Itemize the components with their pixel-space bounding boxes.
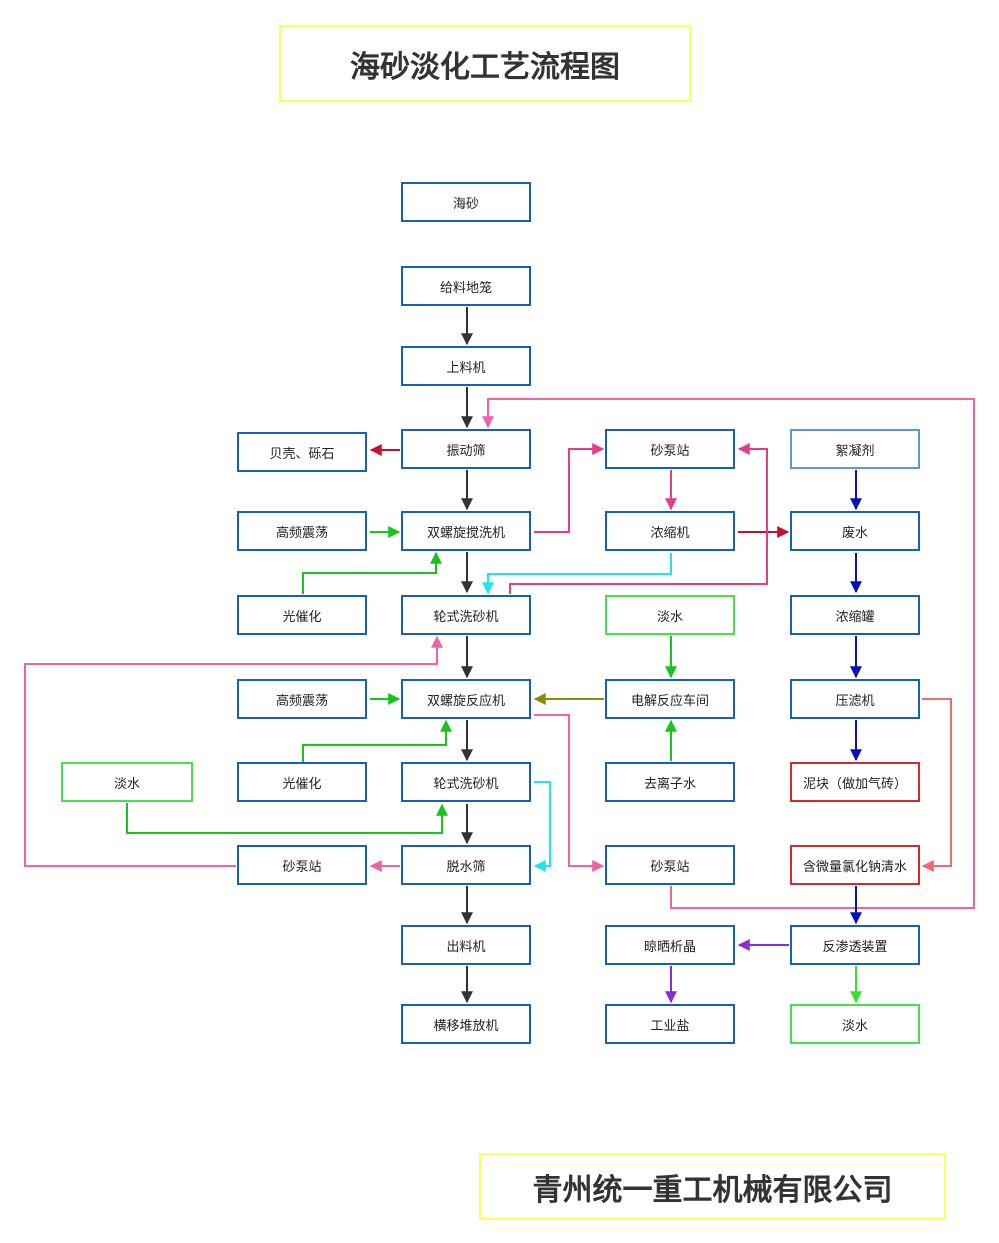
node-danshui-right[interactable]: 淡水: [790, 1004, 920, 1044]
node-gaopin2[interactable]: 高频震荡: [237, 679, 367, 719]
node-gaopin1[interactable]: 高频震荡: [237, 511, 367, 551]
node-beike[interactable]: 贝壳、砾石: [237, 432, 367, 472]
arrow-nongsuo-lunshi1: [482, 553, 672, 595]
node-danshui-left[interactable]: 淡水: [61, 762, 193, 802]
arrow-lunshi2-tuoshui: [533, 781, 551, 872]
node-dianjie[interactable]: 电解反应车间: [605, 679, 735, 719]
arrow-lunshi1-shabeng-top: [509, 443, 768, 594]
node-chuliao[interactable]: 出料机: [401, 925, 531, 965]
arrow-shabeng-left-lunshi1: [24, 635, 443, 867]
company-name: 青州统一重工机械有限公司: [479, 1153, 946, 1220]
node-guangcui1[interactable]: 光催化: [237, 595, 367, 635]
node-zhendong[interactable]: 振动筛: [401, 429, 531, 469]
node-shuangluo1[interactable]: 双螺旋搅洗机: [401, 511, 531, 551]
node-shabeng-top[interactable]: 砂泵站: [605, 429, 735, 469]
node-tuoshui[interactable]: 脱水筛: [401, 845, 531, 885]
arrow-guangcui1: [302, 551, 442, 594]
node-haisha[interactable]: 海砂: [401, 182, 531, 222]
arrow-danshui-left: [126, 803, 448, 834]
arrow-shuangluo2-shabeng-bottom: [534, 714, 605, 872]
node-nongsuo[interactable]: 浓缩机: [605, 511, 735, 551]
node-hengyi[interactable]: 横移堆放机: [401, 1004, 531, 1044]
node-guangcui2[interactable]: 光催化: [237, 762, 367, 802]
node-quli[interactable]: 去离子水: [605, 762, 735, 802]
node-shabeng-bottom[interactable]: 砂泵站: [605, 845, 735, 885]
node-nikuai[interactable]: 泥块（做加气砖）: [790, 762, 920, 802]
node-nongsuoguan[interactable]: 浓缩罐: [790, 595, 920, 635]
arrow-yalv-hanwei: [921, 698, 952, 872]
arrow-guangcui2: [302, 719, 452, 762]
node-shangliao[interactable]: 上料机: [401, 346, 531, 386]
node-geiliao[interactable]: 给料地笼: [401, 266, 531, 306]
page-title: 海砂淡化工艺流程图: [279, 25, 691, 102]
node-xuning[interactable]: 絮凝剂: [790, 429, 920, 469]
node-shabeng-left[interactable]: 砂泵站: [237, 845, 367, 885]
node-gongyeyan[interactable]: 工业盐: [605, 1004, 735, 1044]
node-danshui-mid[interactable]: 淡水: [605, 595, 735, 635]
node-fanshentou[interactable]: 反渗透装置: [790, 925, 920, 965]
node-shuangluo2[interactable]: 双螺旋反应机: [401, 679, 531, 719]
node-yalv[interactable]: 压滤机: [790, 679, 920, 719]
arrow-shabeng-bottom-zhendong: [482, 398, 975, 909]
node-lunshi1[interactable]: 轮式洗砂机: [401, 595, 531, 635]
node-liangshai[interactable]: 晾晒析晶: [605, 925, 735, 965]
node-hanwei[interactable]: 含微量氯化钠清水: [790, 845, 920, 885]
node-lunshi2[interactable]: 轮式洗砂机: [401, 762, 531, 802]
arrow-shuangluo1-shabeng-top: [534, 443, 605, 533]
node-feishui[interactable]: 废水: [790, 511, 920, 551]
